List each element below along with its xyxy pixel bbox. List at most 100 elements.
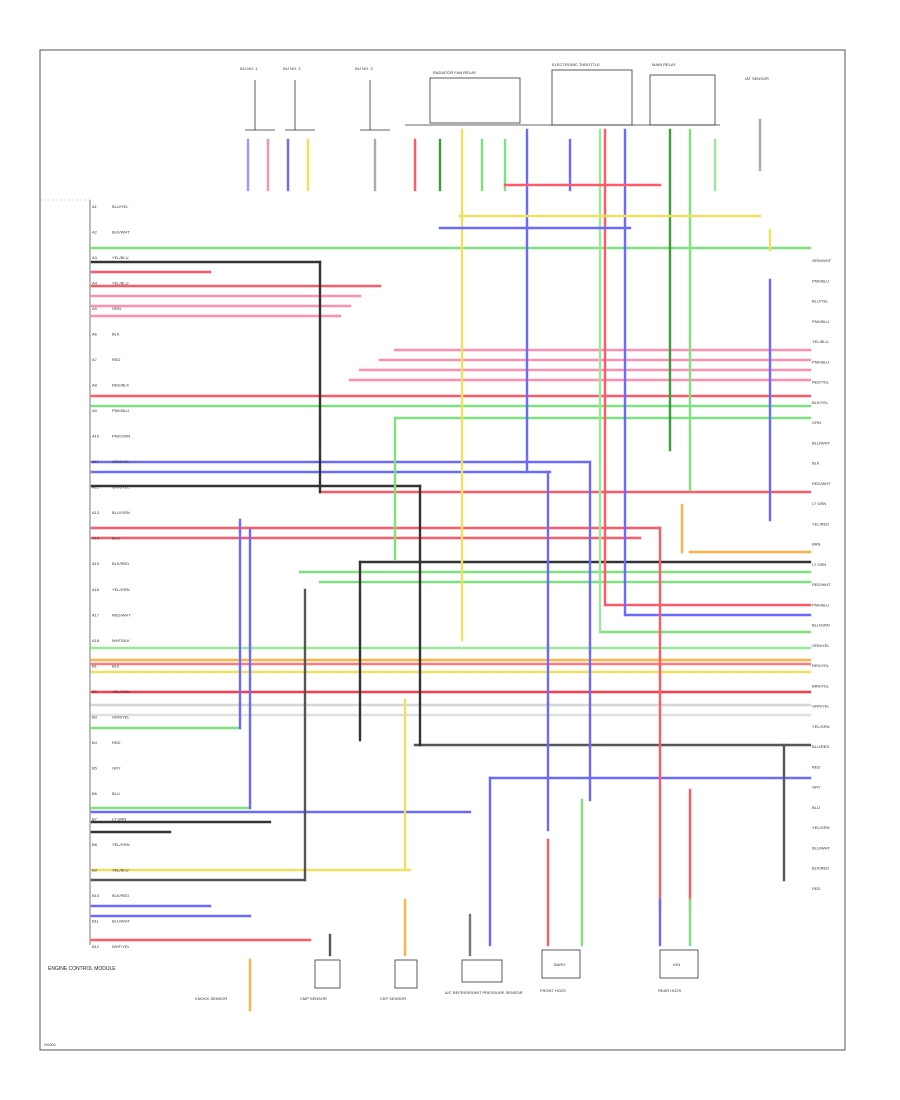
ecm-pin-wire-color: GRN/YEL (112, 459, 130, 464)
ecm-pin-id: B1 (92, 663, 98, 668)
box-label-baro: BARO (554, 962, 565, 967)
ecm-pin-wire-color: BLU/GRN (112, 510, 130, 515)
right-wire-label: RED/WHT (812, 481, 831, 486)
component-inj-1 (245, 80, 275, 131)
component-electronic-throttle (551, 69, 633, 126)
right-wire-label: PNK/BLU (812, 278, 829, 283)
ecm-pin-wire-color: WHT/YEL (112, 944, 131, 949)
right-wire-label: PNK/BLU (812, 319, 829, 324)
right-wire-label: BLU (812, 805, 820, 810)
ecm-pin-id: A15 (92, 561, 100, 566)
ecm-pin-wire-color: BLU (112, 536, 120, 541)
component-rear-ho2s (659, 949, 699, 979)
ecm-pin-id: B6 (92, 791, 98, 796)
ecm-pin-id: A14 (92, 536, 100, 541)
ecm-pin-id: A4 (92, 281, 98, 286)
right-wire-label: BRN (812, 542, 821, 547)
bottom-components: BARO IGN (248, 898, 699, 1012)
diagram-frame (39, 49, 846, 1051)
label-ckp-sensor: CKP SENSOR (380, 996, 406, 1001)
right-wire-label: RED (812, 886, 821, 891)
ecm-pin-wire-color: BLK (112, 663, 120, 668)
component-ckp-sensor (394, 959, 418, 989)
top-stubs (246, 118, 762, 230)
ecm-pin-id: A12 (92, 485, 100, 490)
ecm-pin-wire-color: PNK/BLU (112, 408, 129, 413)
ecm-block: ENGINE CONTROL MODULE G0001 (40, 199, 116, 1047)
ecm-pin-wire-color: YEL/BLU (112, 281, 129, 286)
component-radiator-fan-relay (429, 77, 521, 124)
ecm-pin-id: A7 (92, 357, 98, 362)
right-wire-label: BRN/YEL (812, 683, 830, 688)
ecm-pin-id: A11 (92, 459, 100, 464)
ecm-pin-id: A1 (92, 204, 98, 209)
ecm-pin-wire-color: GRN/YEL (112, 485, 130, 490)
ecm-pin-id: A17 (92, 612, 100, 617)
ecm-pin-wire-color: WHT/BLK (112, 638, 130, 643)
right-wire-label: PNK/BLU (812, 602, 829, 607)
horizontal-wires (90, 246, 812, 942)
right-wire-label: GRY (812, 785, 821, 790)
ecm-pin-wire-color: BLU/YEL (112, 204, 129, 209)
ecm-pin-id: A13 (92, 510, 100, 515)
label-rear-ho2s: REAR HO2S (658, 988, 681, 993)
ecm-pin-id: A10 (92, 434, 100, 439)
right-wire-label: YEL/BLU (812, 339, 829, 344)
ecm-pin-wire-color: BLU (112, 791, 120, 796)
ecm-pin-wire-color: PNK/GRN (112, 434, 130, 439)
component-front-ho2s (541, 949, 581, 979)
right-wire-label: YEL/RED (812, 521, 829, 526)
label-cmp-sensor: CMP SENSOR (300, 996, 327, 1001)
label-iat-sensor: IAT SENSOR (745, 76, 769, 81)
ecm-pin-wire-color: LT GRN (112, 816, 126, 821)
ecm-pin-wire-color: YEL/BLU (112, 867, 129, 872)
right-wire-label: RED/YEL (812, 663, 830, 668)
ecm-pin-id: A9 (92, 408, 98, 413)
right-wire-label: PNK/BLU (812, 359, 829, 364)
ecm-pin-wire-color: BLK/RED (112, 893, 129, 898)
right-wire-label: BLK/YEL (812, 400, 829, 405)
ecm-pin-id: B3 (92, 714, 98, 719)
ecm-pin-id: A2 (92, 230, 98, 235)
ecm-pin-wire-color: RED (112, 357, 121, 362)
ecm-pin-wire-color: YEL/GRN (112, 587, 130, 592)
ecm-pin-wire-color: GRN (112, 306, 121, 311)
ecm-label: ENGINE CONTROL MODULE (48, 966, 116, 972)
label-knock-sensor: KNOCK SENSOR (195, 996, 227, 1001)
ecm-pin-wire-color: BLK/WHT (112, 230, 130, 235)
right-wire-label: RED/YEL (812, 380, 830, 385)
right-wire-label: BLU/RED (812, 744, 829, 749)
component-inj-3 (360, 80, 390, 131)
ecm-pin-wire-color: RED/BLK (112, 383, 129, 388)
component-labels: INJ NO. 1 INJ NO. 2 INJ NO. 3 RADIATOR F… (195, 62, 769, 1001)
label-inj-3: INJ NO. 3 (355, 66, 373, 71)
right-wire-label: LT GRN (812, 501, 826, 506)
right-wire-label: BLU/YEL (812, 299, 829, 304)
label-electronic-throttle: ELECTRONIC THROTTLE (552, 62, 600, 67)
right-wire-label: YEL/GRN (812, 724, 830, 729)
right-wire-label: BLU/GRN (812, 623, 830, 628)
ecm-pin-id: B8 (92, 842, 98, 847)
ecm-pin-wire-color: YEL/GRN (112, 842, 130, 847)
ecm-pin-wire-color: BLU/WHT (112, 918, 131, 923)
component-main-relay (649, 74, 716, 126)
ecm-pin-id: B10 (92, 893, 100, 898)
label-radiator-fan-relay: RADIATOR FAN RELAY (433, 70, 476, 75)
right-wire-label: BLK/RED (812, 866, 829, 871)
component-ac-pressure-sensor (461, 959, 503, 983)
right-wire-label: BLK (812, 461, 820, 466)
right-wire-label: BLU/WHT (812, 440, 831, 445)
component-inj-2 (285, 80, 315, 131)
right-wire-label: GRN/WHT (812, 258, 832, 263)
right-wire-labels: GRN/WHT PNK/BLU BLU/YEL PNK/BLU YEL/BLU PNK/B… (812, 258, 832, 891)
ecm-pin-wire-color: BLK (112, 332, 120, 337)
right-wire-label: LT GRN (812, 562, 826, 567)
ecm-pin-wire-color: YEL/BLU (112, 255, 129, 260)
right-wire-label: RED/WHT (812, 582, 831, 587)
ecm-pin-id: A18 (92, 638, 100, 643)
ecm-pin-wire-color: RED (112, 740, 121, 745)
ecm-pin-wire-color: BLK/RED (112, 561, 129, 566)
label-ac-pressure-sensor: A/C REFRIGERANT PRESSURE SENSOR (445, 990, 523, 995)
